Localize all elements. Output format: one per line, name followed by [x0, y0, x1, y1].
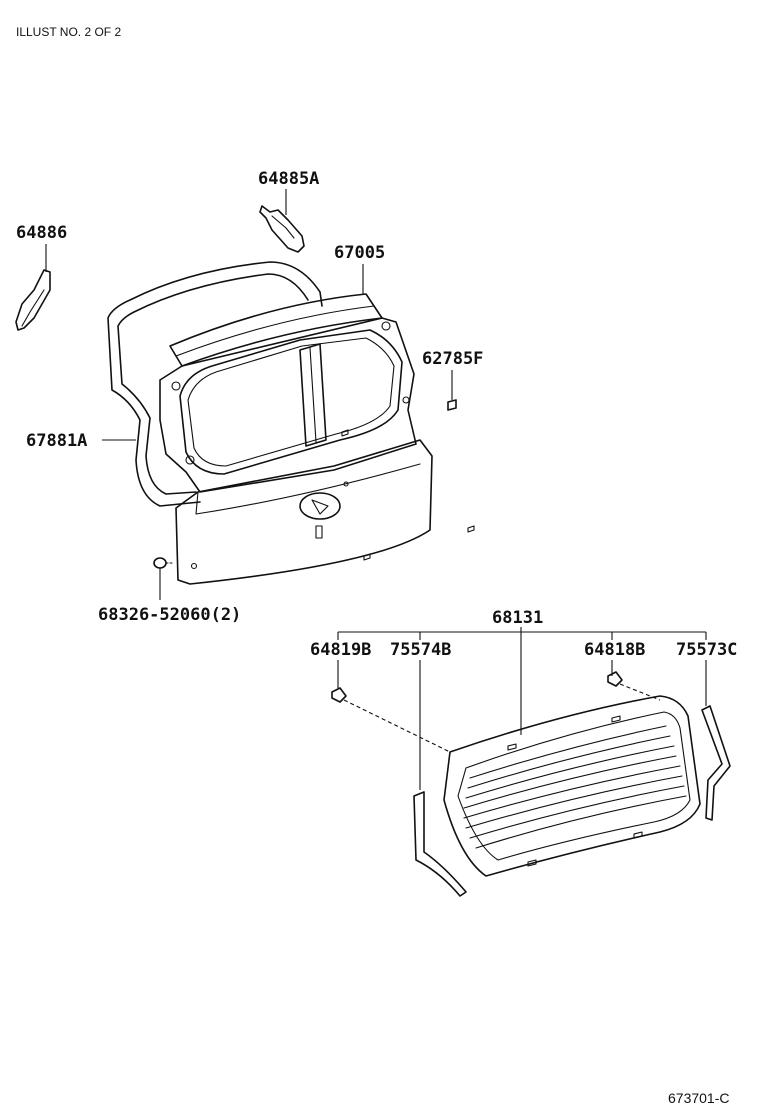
part-label-75573c[interactable]: 75573C: [676, 640, 737, 660]
part-label-67881a[interactable]: 67881A: [26, 431, 87, 451]
back-door-panel-67005[interactable]: [159, 293, 475, 585]
part-label-62785f[interactable]: 62785F: [422, 349, 483, 369]
cushion-68326-52060[interactable]: [153, 557, 175, 569]
part-label-67005[interactable]: 67005: [334, 243, 385, 263]
back-window-glass-68131[interactable]: [443, 695, 701, 877]
weatherstrip-67881a[interactable]: [107, 261, 323, 507]
part-label-75574b[interactable]: 75574B: [390, 640, 451, 660]
part-label-68326-52060[interactable]: 68326-52060(2): [98, 605, 241, 625]
bracket-64885a[interactable]: [259, 205, 305, 253]
clip-64819b[interactable]: [331, 687, 347, 703]
part-label-64819b[interactable]: 64819B: [310, 640, 371, 660]
part-label-68131[interactable]: 68131: [492, 608, 543, 628]
defogger-lines: [463, 725, 687, 849]
part-label-64818b[interactable]: 64818B: [584, 640, 645, 660]
part-label-64885a[interactable]: 64885A: [258, 169, 319, 189]
part-label-64886[interactable]: 64886: [16, 223, 67, 243]
bracket-64886[interactable]: [15, 269, 51, 331]
clip-64818b[interactable]: [607, 671, 623, 687]
illustration-code: 673701-C: [668, 1090, 730, 1106]
moulding-75573c[interactable]: [701, 705, 731, 821]
moulding-75574b[interactable]: [413, 791, 467, 897]
clip-62785f[interactable]: [447, 399, 457, 411]
leader-lines: [45, 189, 707, 790]
illustration-number: ILLUST NO. 2 OF 2: [16, 25, 121, 39]
